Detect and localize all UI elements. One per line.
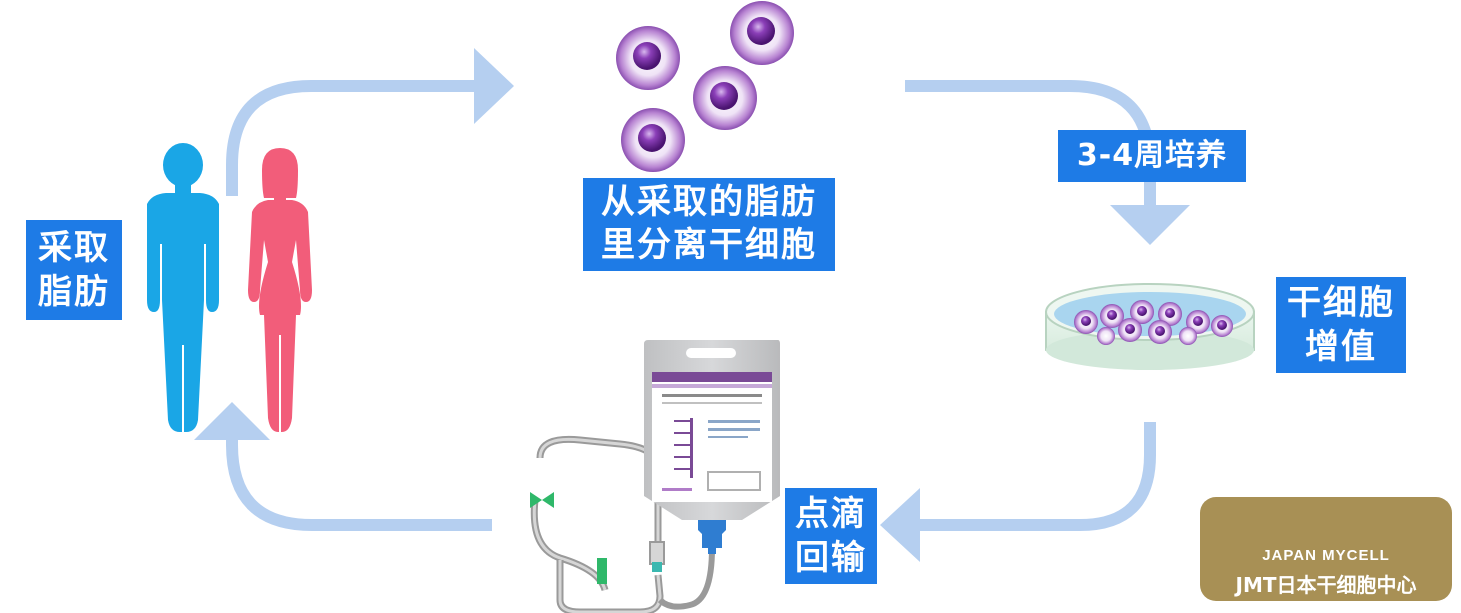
isolate-stem-cells-label: 从采取的脂肪 里分离干细胞 [583,178,835,271]
arrowhead-left-icon [880,488,920,562]
stem-cell-icon [730,1,794,65]
infuse-line1: 点滴 [795,494,867,534]
iv-bag-icon [530,340,780,613]
stem-cell-proliferation-label: 干细胞 增值 [1276,277,1406,373]
arrowhead-right-icon [474,48,514,124]
harvest-line1: 采取 [38,228,110,268]
male-figure-icon [147,143,219,432]
arrow-to-patient [226,438,492,531]
stem-cell-icon [616,26,680,90]
arrowheads [194,48,1190,562]
arrowhead-down-icon [1110,205,1190,245]
culture-text: 3-4周培养 [1076,138,1228,173]
logo-name-cn: JMT日本干细胞中心 [1235,573,1417,597]
logo-name-en: JAPAN MYCELL [1262,547,1390,564]
proliferate-line1: 干细胞 [1287,283,1395,323]
isolate-line1: 从采取的脂肪 [601,182,817,222]
infuse-line2: 回输 [795,538,867,578]
culture-duration-label: 3-4周培养 [1058,130,1246,182]
petri-dish-icon [1045,283,1255,370]
jmt-logo: JAPAN MYCELL JMT日本干细胞中心 [1200,497,1452,601]
female-figure-icon [248,148,312,432]
stem-cell-icon [621,108,685,172]
arrowhead-up-icon [194,402,270,440]
proliferate-line2: 增值 [1305,327,1377,367]
harvest-fat-label: 采取 脂肪 [26,220,122,320]
stem-cell-icon [693,66,757,130]
stem-cell-cluster [616,1,794,172]
dish-cells [1074,300,1233,345]
arrow-to-isolation [226,80,478,196]
harvest-line2: 脂肪 [38,272,110,312]
arrow-to-infusion [912,422,1156,531]
isolate-line2: 里分离干细胞 [601,225,817,265]
iv-infusion-label: 点滴 回输 [785,488,877,584]
